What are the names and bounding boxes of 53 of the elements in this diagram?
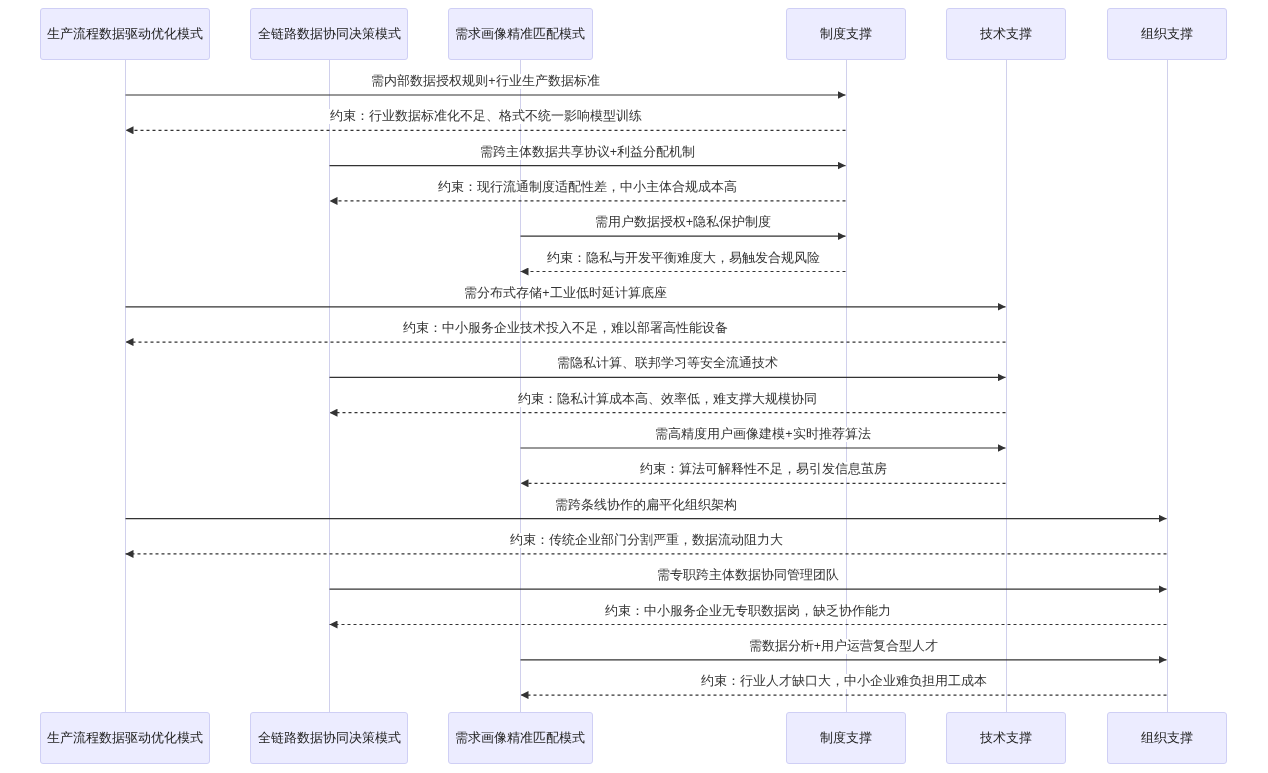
return-arrow (328, 196, 847, 205)
return-arrow (519, 691, 1168, 700)
edge-label: 约束：行业数据标准化不足、格式不统一影响模型训练 (327, 109, 644, 125)
edge-label: 需跨主体数据共享协议+利益分配机制 (477, 144, 698, 160)
lifeline (124, 60, 126, 712)
edge-label: 约束：隐私与开发平衡难度大，易触发合规风险 (544, 250, 822, 266)
edge-label: 需数据分析+用户运营复合型人才 (746, 638, 941, 654)
message-arrow (328, 585, 1168, 594)
participant-box: 制度支撑 (786, 712, 906, 764)
participant-box: 生产流程数据驱动优化模式 (40, 712, 210, 764)
return-arrow (328, 620, 1168, 629)
lifeline (1005, 60, 1007, 712)
participant-box: 组织支撑 (1107, 712, 1227, 764)
message-arrow (124, 302, 1007, 311)
participant-box: 需求画像精准匹配模式 (447, 8, 593, 60)
participant-box: 组织支撑 (1107, 8, 1227, 60)
message-arrow (124, 91, 847, 99)
participant-box: 技术支撑 (946, 712, 1066, 764)
edge-label: 约束：中小服务企业技术投入不足，难以部署高性能设备 (401, 321, 730, 337)
lifeline (328, 60, 330, 712)
message-arrow (519, 655, 1168, 664)
edge-label: 约束：现行流通制度适配性差，中小主体合规成本高 (436, 179, 739, 195)
return-arrow (519, 267, 847, 276)
return-arrow (124, 126, 847, 135)
edge-label: 需专职跨主体数据协同管理团队 (655, 568, 841, 584)
edge-label: 约束：隐私计算成本高、效率低，难支撑大规模协同 (516, 391, 819, 407)
participant-box: 技术支撑 (946, 8, 1066, 60)
edge-label: 约束：中小服务企业无专职数据岗，缺乏协作能力 (603, 603, 893, 619)
lifeline (845, 60, 847, 712)
message-arrow (519, 232, 847, 241)
message-arrow (519, 444, 1007, 452)
edge-label: 需高精度用户画像建模+实时推荐算法 (653, 427, 873, 442)
return-arrow (124, 338, 1007, 347)
edge-label: 需分布式存储+工业低时延计算底座 (462, 285, 669, 301)
edge-label: 约束：传统企业部门分割严重，数据流动阻力大 (507, 532, 785, 548)
message-arrow (124, 514, 1168, 523)
lifeline (1166, 60, 1168, 712)
edge-label: 需用户数据授权+隐私保护制度 (592, 215, 774, 231)
edge-label: 需跨条线协作的扁平化组织架构 (553, 497, 739, 513)
participant-box: 生产流程数据驱动优化模式 (40, 8, 210, 60)
return-arrow (519, 479, 1007, 488)
edge-label: 约束：行业人才缺口大，中小企业难负担用工成本 (698, 674, 989, 690)
edge-label: 需隐私计算、联邦学习等安全流通技术 (555, 356, 780, 372)
message-arrow (328, 373, 1007, 382)
edge-label: 需内部数据授权规则+行业生产数据标准 (369, 74, 602, 89)
message-arrow (328, 161, 847, 170)
return-arrow (124, 549, 1168, 558)
edge-label: 约束：算法可解释性不足，易引发信息茧房 (637, 462, 889, 478)
participant-box: 全链路数据协同决策模式 (250, 712, 408, 764)
participant-box: 需求画像精准匹配模式 (447, 712, 593, 764)
participant-box: 制度支撑 (786, 8, 906, 60)
participant-box: 全链路数据协同决策模式 (250, 8, 408, 60)
return-arrow (328, 408, 1007, 417)
